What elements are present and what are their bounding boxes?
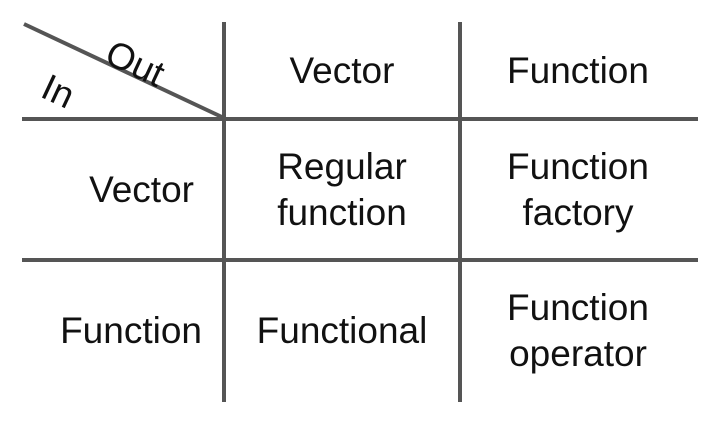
corner-diagonal (23, 22, 225, 120)
cell-functional: Functional (226, 262, 458, 400)
row-header-label: Vector (89, 168, 194, 210)
column-header-label: Function (507, 50, 649, 91)
cell-line: function (277, 191, 407, 233)
row-header-label: Function (60, 310, 202, 351)
cell-line: Regular (277, 145, 407, 187)
cell-function-operator: Function operator (462, 262, 694, 400)
cell-line: factory (522, 191, 634, 233)
column-header-label: Vector (289, 50, 395, 91)
row-header-vector: Vector (62, 121, 222, 258)
column-header-vector: Vector (226, 24, 458, 118)
cell-line: Function (507, 287, 649, 328)
cell-line: Functional (256, 310, 428, 351)
cell-function-factory: Function factory (462, 121, 694, 258)
cell-regular-function: Regular function (226, 121, 458, 258)
column-header-function: Function (462, 24, 694, 118)
cell-line: Function (507, 145, 649, 187)
cell-line: operator (509, 333, 647, 374)
row-header-function: Function (24, 262, 222, 400)
